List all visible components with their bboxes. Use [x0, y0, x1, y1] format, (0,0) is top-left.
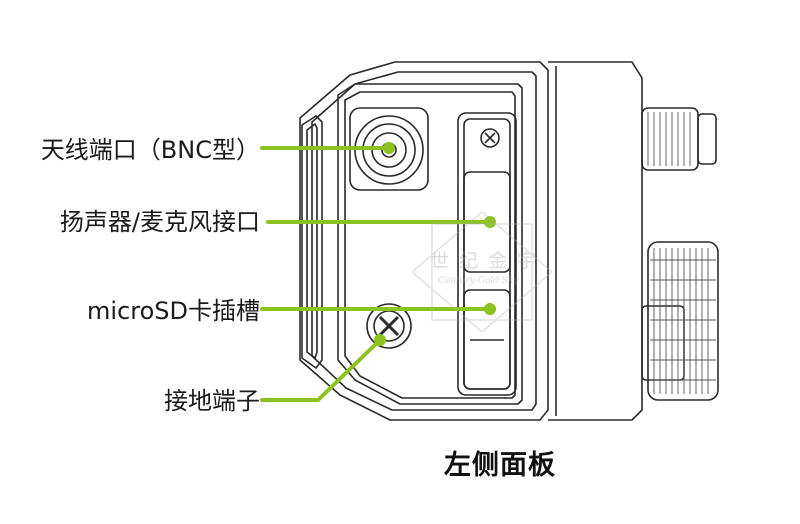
housing-inner-outline — [311, 71, 537, 411]
cover-plate — [457, 112, 517, 396]
knob-top-cap — [697, 113, 717, 165]
cover-screw — [480, 128, 500, 148]
ground-screw-outer — [366, 303, 412, 349]
callout-label-speaker: 扬声器/麦克风接口 — [59, 208, 260, 236]
leader-dot-antenna — [383, 142, 395, 154]
leader-dot-ground — [374, 334, 386, 346]
knob-bottom-knurl — [653, 248, 709, 394]
knob-bottom-body — [647, 241, 719, 401]
callout-label-antenna: 天线端口（BNC型） — [40, 136, 260, 164]
leader-dot-speaker — [484, 216, 496, 228]
cover-screw-slot — [484, 132, 496, 144]
leader-dot-microsd — [484, 303, 496, 315]
side-grip-slot — [301, 115, 323, 369]
housing-outline — [299, 61, 549, 421]
side-grip-slot-inner — [306, 123, 318, 359]
ground-screw-cross — [378, 315, 400, 337]
leader-line-ground — [260, 338, 382, 402]
cover-plate-inner — [463, 118, 511, 390]
callout-label-ground: 接地端子 — [164, 387, 260, 415]
knob-top-knurl — [647, 112, 691, 166]
body-block — [548, 61, 643, 421]
panel-caption: 左侧面板 — [444, 450, 556, 481]
knob-bottom-knurl-cross — [650, 259, 716, 381]
microsd-cover — [463, 289, 511, 390]
callout-label-microsd: microSD卡插槽 — [87, 297, 260, 325]
